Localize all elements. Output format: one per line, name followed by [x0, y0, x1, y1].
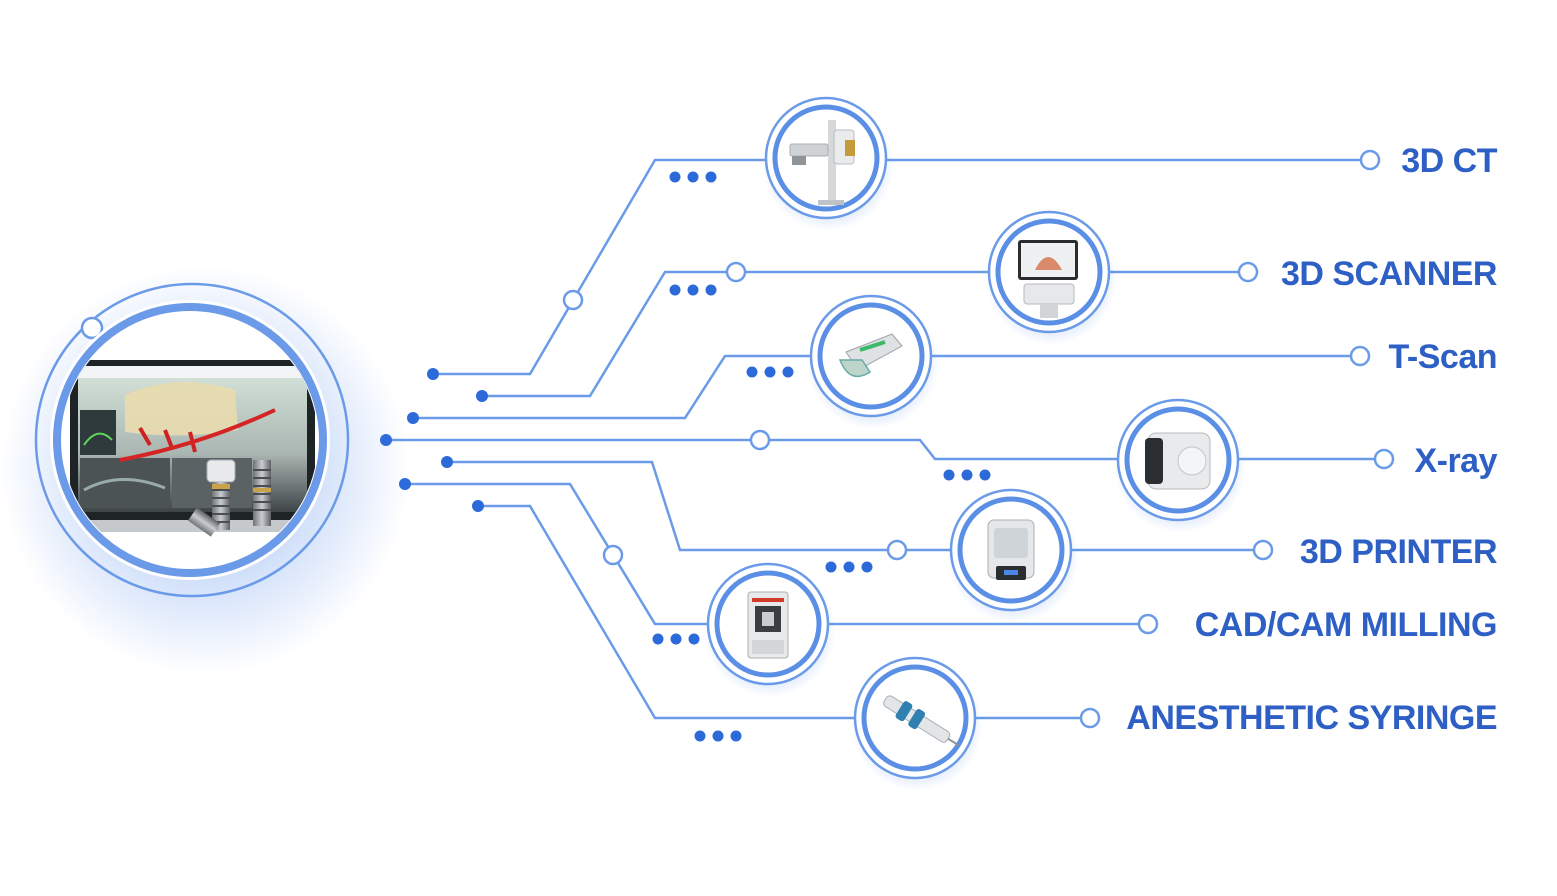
ellipsis-icon: [825, 561, 873, 573]
device-label-anesthetic-syringe: ANESTHETIC SYRINGE: [1126, 699, 1497, 737]
hub-ring-node: [80, 316, 104, 340]
device-node-3d-ct: [762, 96, 894, 231]
device-node-3d-scanner: [985, 210, 1117, 345]
device-node-3d-printer: [947, 488, 1079, 623]
line-end-rings: [1079, 149, 1395, 729]
ellipsis-icon: [746, 366, 794, 378]
ellipsis-dots: [652, 171, 991, 742]
device-label-cad-cam-milling: CAD/CAM MILLING: [1195, 606, 1497, 644]
t-scan-sensor-icon: [838, 333, 903, 378]
portable-xray-icon: [1145, 432, 1211, 490]
intraoral-scanner-icon: [1018, 240, 1078, 318]
device-label-3d-printer: 3D PRINTER: [1300, 533, 1497, 571]
device-label-3d-ct: 3D CT: [1401, 142, 1497, 180]
ellipsis-icon: [669, 284, 717, 296]
laptop-icon: [62, 360, 318, 537]
device-label-x-ray: X-ray: [1414, 442, 1497, 480]
hub-outer-ring: [34, 282, 350, 598]
ellipsis-icon: [943, 469, 991, 481]
device-label-3d-scanner: 3D SCANNER: [1281, 255, 1497, 293]
device-label-t-scan: T-Scan: [1389, 338, 1497, 376]
device-node-cad-cam-milling: [704, 562, 836, 697]
3d-printer-icon: [987, 519, 1035, 580]
line-3d-scanner: [482, 270, 1248, 398]
device-node-x-ray: [1114, 398, 1246, 533]
line-junction-rings: [562, 261, 908, 566]
ellipsis-icon: [669, 171, 717, 183]
syringe-icon: [883, 695, 961, 747]
device-node-anesthetic-syringe: [851, 656, 983, 791]
device-node-t-scan: [807, 294, 939, 429]
line-3d-ct: [433, 158, 1370, 376]
line-t-scan: [413, 354, 1360, 420]
ct-scanner-icon: [789, 120, 855, 205]
hub-node: [0, 265, 410, 675]
dental-implant-icon: [187, 459, 271, 537]
ellipsis-icon: [694, 730, 742, 742]
device-labels: 3D CT 3D SCANNER T-Scan X-ray 3D PRINTER…: [1126, 142, 1498, 737]
milling-machine-icon: [747, 591, 789, 659]
ellipsis-icon: [652, 633, 700, 645]
